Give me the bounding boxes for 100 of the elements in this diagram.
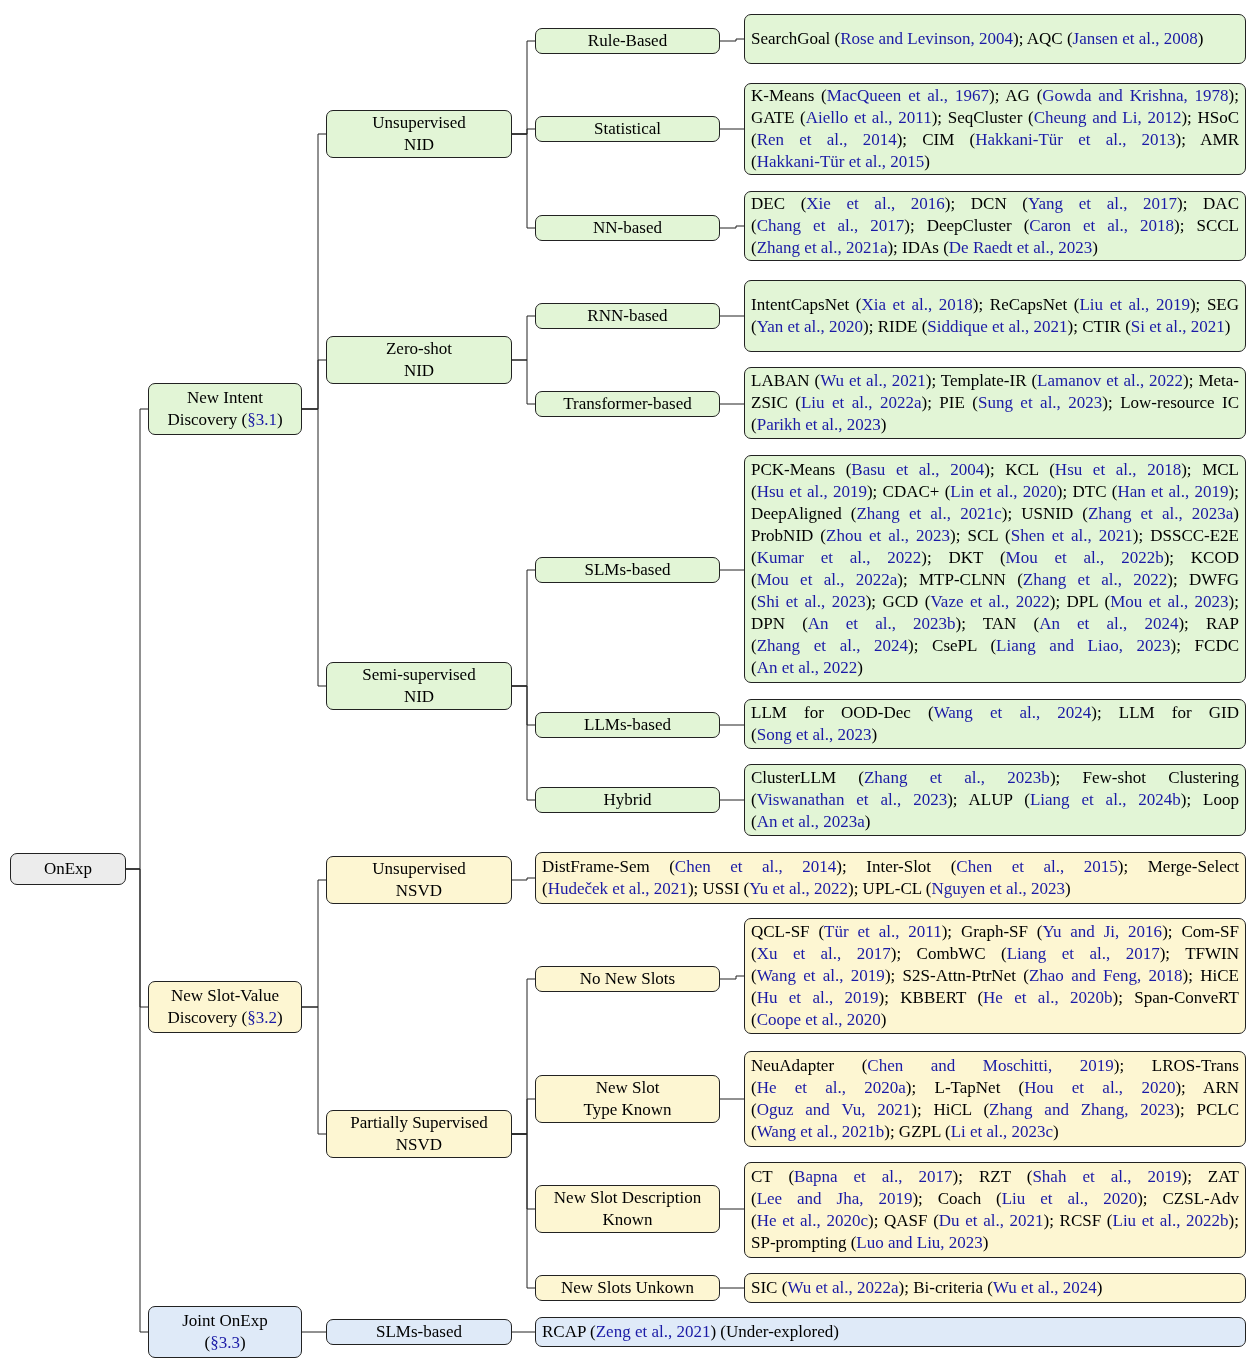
category-label: New Slots Unkown bbox=[560, 1277, 695, 1299]
connector-line bbox=[719, 403, 745, 405]
category-label: LLMs-based bbox=[584, 714, 671, 736]
citation-link: Han et al., 2019 bbox=[1117, 482, 1229, 501]
citation-link: Siddique et al., 2021 bbox=[927, 317, 1068, 336]
citation-link: Nguyen et al., 2023 bbox=[931, 879, 1065, 898]
citation-link: §3.3 bbox=[210, 1333, 240, 1352]
category-label: Unsupervised NSVD bbox=[371, 858, 467, 902]
citation-link: Tür et al., 2011 bbox=[824, 922, 942, 941]
citation-link: Coope et al., 2020 bbox=[756, 1010, 881, 1029]
citation-link: Chen and Moschitti, 2019 bbox=[867, 1056, 1114, 1075]
citation-link: Shen et al., 2021 bbox=[1010, 526, 1133, 545]
citation-link: Zhang et al., 2021c bbox=[856, 504, 1002, 523]
citation-link: Liang et al., 2017 bbox=[1006, 944, 1160, 963]
citation-link: An et al., 2023a bbox=[756, 812, 865, 831]
citation-link: Wang et al., 2024 bbox=[933, 703, 1092, 722]
citation-link: Hakkani-Tür et al., 2015 bbox=[756, 152, 925, 171]
connector-line bbox=[511, 1331, 536, 1333]
citation-link: An et al., 2023b bbox=[807, 614, 956, 633]
reference-list: SIC (Wu et al., 2022a); Bi-criteria (Wu et al., 2024) bbox=[751, 1277, 1239, 1299]
category-label: New Slot Description Known bbox=[552, 1187, 703, 1231]
category-box bbox=[535, 1275, 720, 1301]
citation-link: An et al., 2022 bbox=[756, 658, 858, 677]
citation-link: Wu et al., 2024 bbox=[993, 1278, 1097, 1297]
citation-link: He et al., 2020b bbox=[983, 988, 1113, 1007]
citation-link: Zhang et al., 2024 bbox=[756, 636, 909, 655]
citation-link: Sung et al., 2023 bbox=[977, 393, 1103, 412]
category-box bbox=[326, 336, 512, 384]
citation-link: Lamanov et al., 2022 bbox=[1037, 371, 1184, 390]
category-label: Statistical bbox=[593, 118, 661, 140]
citation-link: Yang et al., 2017 bbox=[1028, 194, 1178, 213]
citation-link: Yu and Ji, 2016 bbox=[1042, 922, 1163, 941]
reference-list: PCK-Means (Basu et al., 2004); KCL (Hsu et al., 2018); MCL (Hsu et al., 2019); CDAC+ (Lin et al., 2020); DTC (Han et al., 2019); DeepAligned (Zhang et al., 2021c); USNID (Zhang et al., 2023a) ProbNID (Zhou et al., 2023); SCL (Shen et al., 2021); DSSCC-E2E (Kumar et al., 2022); DKT (Mou et al., 2022b); KCOD (Mou et al., 2022a); MTP-CLNN (Zhang et al., 2022); DWFG (Shi et al., 2023); GCD (Vaze et al., 2022); DPL (Mou et al., 2023); DPN (An et al., 2023b); TAN (An et al., 2024); RAP (Zhang et al., 2024); CsePL (Liang and Liao, 2023); FCDC (An et al., 2022) bbox=[751, 459, 1239, 679]
reference-list: LABAN (Wu et al., 2021); Template-IR (Lamanov et al., 2022); Meta-ZSIC (Liu et al., 2022a); PIE (Sung et al., 2023); Low-resource IC (Parikh et al., 2023) bbox=[751, 370, 1239, 436]
citation-link: Wu et al., 2021 bbox=[820, 371, 926, 390]
category-label: OnExp bbox=[43, 858, 93, 880]
category-box bbox=[10, 853, 126, 885]
connector-line bbox=[719, 569, 745, 571]
citation-link: Xie et al., 2016 bbox=[806, 194, 945, 213]
category-label: Unsupervised NID bbox=[371, 112, 467, 156]
citation-link: Xia et al., 2018 bbox=[861, 295, 973, 314]
citation-link: Shah et al., 2019 bbox=[1032, 1167, 1182, 1186]
citation-link: Basu et al., 2004 bbox=[851, 460, 985, 479]
connector-line bbox=[511, 877, 536, 881]
category-box bbox=[535, 1075, 720, 1123]
citation-link: Liu et al., 2022b bbox=[1112, 1211, 1229, 1230]
category-box bbox=[535, 303, 720, 329]
citation-link: Oguz and Vu, 2021 bbox=[756, 1100, 912, 1119]
citation-link: Mou et al., 2022b bbox=[1005, 548, 1164, 567]
connector-line bbox=[719, 1208, 745, 1210]
citation-link: Zhou et al., 2023 bbox=[826, 526, 950, 545]
citation-link: Zhang and Zhang, 2023 bbox=[989, 1100, 1175, 1119]
citation-link: He et al., 2020a bbox=[756, 1078, 906, 1097]
category-box bbox=[535, 712, 720, 738]
citation-link: Mou et al., 2023 bbox=[1110, 592, 1229, 611]
citation-link: Hou et al., 2020 bbox=[1024, 1078, 1176, 1097]
citation-link: Vaze et al., 2022 bbox=[930, 592, 1050, 611]
citation-link: Caron et al., 2018 bbox=[1029, 216, 1175, 235]
category-box bbox=[535, 557, 720, 583]
connector-line bbox=[719, 225, 745, 229]
category-label: New Slot-Value Discovery (§3.2) bbox=[166, 985, 284, 1029]
reference-list: DistFrame-Sem (Chen et al., 2014); Inter-Slot (Chen et al., 2015); Merge-Select (Hudeček et al., 2021); USSI (Yu et al., 2022); UPL-CL (Nguyen et al., 2023) bbox=[542, 856, 1239, 900]
citation-link: Liang et al., 2024b bbox=[1029, 790, 1181, 809]
category-box bbox=[148, 981, 302, 1033]
category-label: Transformer-based bbox=[563, 393, 692, 415]
citation-link: Zhang et al., 2023a bbox=[1087, 504, 1234, 523]
citation-link: Chen et al., 2014 bbox=[674, 857, 837, 876]
connector-line bbox=[719, 38, 745, 42]
connector-line bbox=[719, 128, 745, 130]
citation-link: Viswanathan et al., 2023 bbox=[756, 790, 948, 809]
citation-link: MacQueen et al., 1967 bbox=[826, 86, 989, 105]
citation-link: Hsu et al., 2019 bbox=[756, 482, 867, 501]
reference-box bbox=[535, 1317, 1246, 1347]
citation-link: §3.2 bbox=[247, 1008, 277, 1027]
category-box bbox=[535, 1185, 720, 1233]
connector-line bbox=[719, 975, 745, 980]
citation-link: Jansen et al., 2008 bbox=[1072, 29, 1198, 48]
reference-list: SearchGoal (Rose and Levinson, 2004); AQC (Jansen et al., 2008) bbox=[751, 28, 1239, 50]
category-box bbox=[148, 383, 302, 435]
citation-link: Liang and Liao, 2023 bbox=[996, 636, 1171, 655]
citation-link: Luo and Liu, 2023 bbox=[856, 1233, 983, 1252]
reference-list: IntentCapsNet (Xia et al., 2018); ReCapsNet (Liu et al., 2019); SEG (Yan et al., 2020); RIDE (Siddique et al., 2021); CTIR (Si et al., 2021) bbox=[751, 294, 1239, 338]
category-box bbox=[535, 28, 720, 54]
connector-line bbox=[301, 408, 327, 687]
category-box bbox=[535, 966, 720, 992]
citation-link: Hsu et al., 2018 bbox=[1054, 460, 1182, 479]
category-label: SLMs-based bbox=[584, 559, 671, 581]
citation-link: Yan et al., 2020 bbox=[756, 317, 864, 336]
connector-line bbox=[719, 799, 745, 801]
citation-link: Liu et al., 2020 bbox=[1001, 1189, 1138, 1208]
citation-link: Aiello et al., 2011 bbox=[805, 108, 932, 127]
connector-line bbox=[301, 1331, 327, 1333]
category-label: Semi-supervised NID bbox=[361, 664, 477, 708]
citation-link: Rose and Levinson, 2004 bbox=[840, 29, 1014, 48]
connector-line bbox=[719, 315, 745, 317]
category-label: Joint OnExp (§3.3) bbox=[181, 1310, 269, 1354]
category-label: NN-based bbox=[593, 217, 662, 239]
citation-link: Hu et al., 2019 bbox=[756, 988, 879, 1007]
citation-link: Ren et al., 2014 bbox=[756, 130, 897, 149]
citation-link: Cheung and Li, 2012 bbox=[1033, 108, 1182, 127]
